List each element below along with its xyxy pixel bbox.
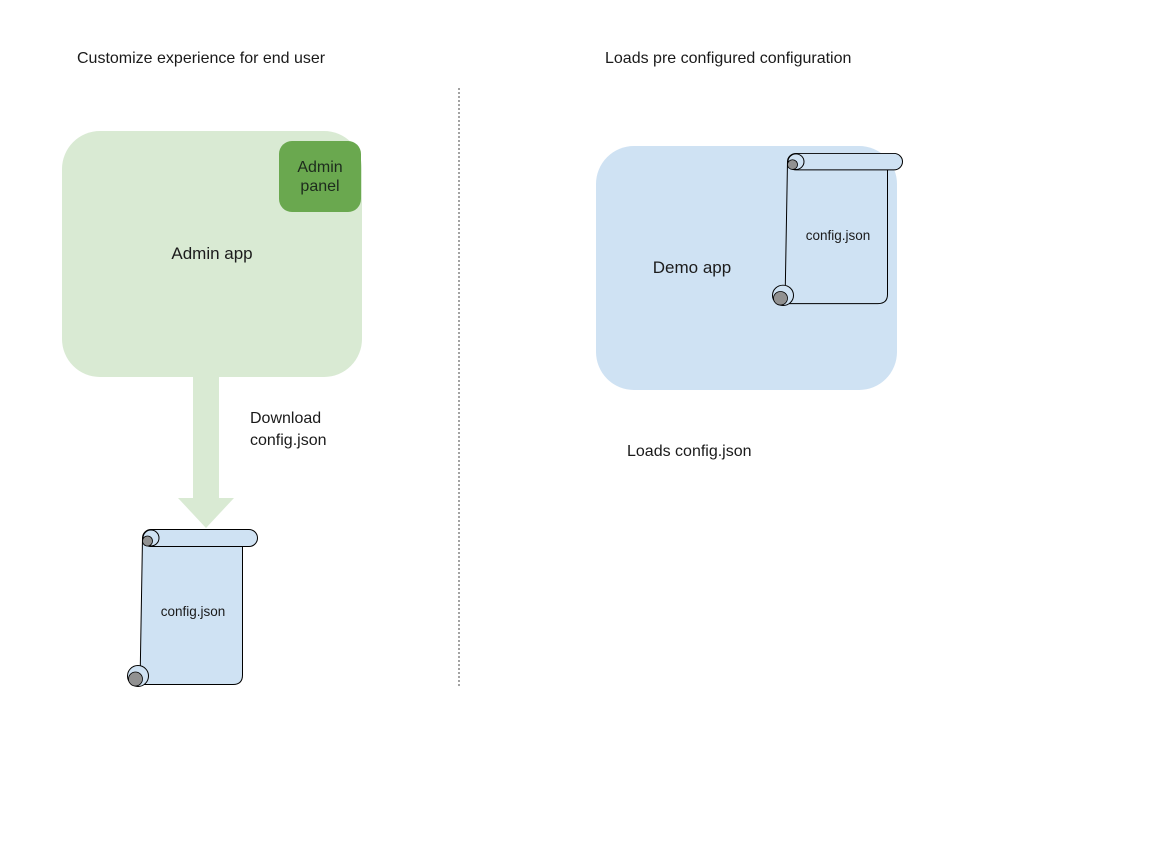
demo-app-label: Demo app: [652, 258, 732, 277]
demo-app-label-area: Demo app: [596, 146, 788, 390]
scroll-bottom-curl-shade: [773, 291, 788, 306]
download-config-caption: Download config.json: [250, 410, 327, 449]
scroll-top-roll: [142, 529, 258, 547]
admin-app-label: Admin app: [171, 244, 253, 263]
scroll-bottom-curl-shade: [128, 671, 143, 687]
admin-panel-box: Admin panel: [279, 141, 361, 212]
scroll-top-curl-shade: [142, 535, 153, 547]
section-divider-dotted-line: [458, 88, 460, 686]
config-json-scroll-left: config.json: [123, 528, 259, 687]
scroll-shape-icon: [772, 152, 903, 306]
config-json-scroll-right: config.json: [768, 152, 904, 306]
download-arrow-shaft: [193, 377, 219, 498]
admin-panel-label: Admin panel: [297, 158, 343, 195]
left-section-title: Customize experience for end user: [77, 50, 326, 67]
config-json-label-left: config.json: [160, 604, 226, 619]
scroll-shape-icon: [127, 529, 258, 687]
loads-config-caption: Loads config.json: [627, 443, 752, 460]
scroll-body: [784, 161, 888, 305]
scroll-top-roll: [787, 152, 903, 171]
download-arrow-head: [178, 498, 234, 528]
scroll-body: [139, 537, 243, 685]
right-section-title: Loads pre configured configuration: [605, 50, 852, 67]
config-json-label-right: config.json: [805, 228, 871, 243]
scroll-top-curl-shade: [787, 159, 798, 170]
